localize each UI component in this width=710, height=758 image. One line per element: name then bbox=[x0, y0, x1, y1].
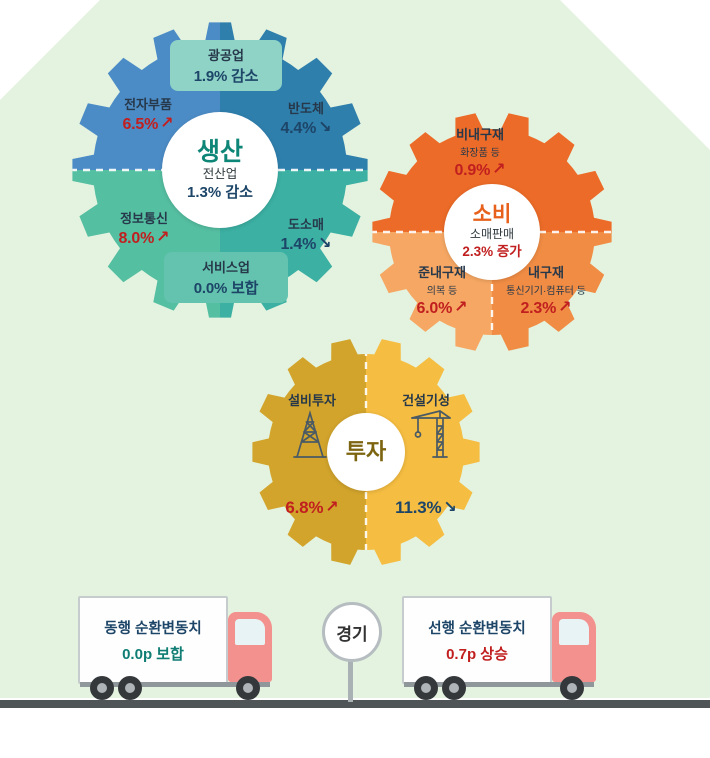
nondurable-label: 비내구재 화장품 등 0.9% ↗ bbox=[428, 124, 532, 180]
semidurable-name: 준내구재 bbox=[418, 265, 466, 280]
ict-value: 8.0% bbox=[118, 230, 155, 247]
facility-value: 6.8% bbox=[285, 498, 324, 517]
semidurable-value-row: 6.0% ↗ bbox=[396, 298, 488, 318]
consumption-value: 2.3% 증가 bbox=[462, 244, 522, 260]
construction-value-label: 11.3% ↘ bbox=[380, 498, 472, 518]
ict-value-row: 8.0% ↗ bbox=[96, 228, 192, 248]
down-arrow-icon: ↘ bbox=[318, 119, 332, 136]
truck-window bbox=[235, 619, 265, 645]
investment-center: 투자 bbox=[327, 413, 405, 491]
leading-index-value: 0.7p 상승 bbox=[446, 645, 508, 663]
truck-chassis bbox=[80, 682, 270, 687]
up-arrow-icon: ↗ bbox=[492, 161, 506, 178]
durable-name: 내구재 bbox=[528, 265, 564, 280]
nondurable-name: 비내구재 bbox=[456, 127, 504, 142]
facility-value-row: 6.8% ↗ bbox=[266, 498, 358, 518]
semiconductor-label: 반도체 4.4% ↘ bbox=[258, 98, 354, 138]
leading-index-truck: 선행 순환변동치 0.7p 상승 bbox=[402, 596, 598, 702]
up-arrow-icon: ↗ bbox=[454, 299, 468, 316]
truck-wheel bbox=[414, 676, 438, 700]
production-subtitle: 전산업 bbox=[202, 167, 238, 182]
coincident-index-truck: 동행 순환변동치 0.0p 보합 bbox=[78, 596, 274, 702]
nondurable-detail: 화장품 등 bbox=[460, 148, 500, 159]
mining-name: 광공업 bbox=[208, 48, 244, 63]
truck-cab bbox=[552, 612, 596, 682]
wholesale-retail-value-row: 1.4% ↘ bbox=[258, 234, 354, 254]
semidurable-label: 준내구재 의복 등 6.0% ↗ bbox=[396, 262, 488, 318]
durable-label: 내구재 통신기기·컴퓨터 등 2.3% ↗ bbox=[490, 262, 602, 318]
tower-crane-icon bbox=[411, 410, 451, 458]
ict-label: 정보통신 8.0% ↗ bbox=[96, 208, 192, 248]
truck-cargo-box: 동행 순환변동치 0.0p 보합 bbox=[78, 596, 228, 684]
services-name: 서비스업 bbox=[202, 260, 250, 275]
facility-investment-name: 설비투자 bbox=[266, 390, 358, 410]
construction-label: 건설기성 bbox=[402, 393, 450, 408]
coincident-index-name: 동행 순환변동치 bbox=[104, 620, 202, 637]
truck-cab bbox=[228, 612, 272, 682]
down-arrow-icon: ↘ bbox=[443, 499, 457, 516]
truck-cargo-box: 선행 순환변동치 0.7p 상승 bbox=[402, 596, 552, 684]
semidurable-value: 6.0% bbox=[416, 300, 453, 317]
down-arrow-icon: ↘ bbox=[318, 235, 332, 252]
durable-detail: 통신기기·컴퓨터 등 bbox=[506, 286, 586, 297]
durable-value-row: 2.3% ↗ bbox=[490, 298, 602, 318]
consumption-center: 소비 소매판매 2.3% 증가 bbox=[444, 184, 540, 280]
up-arrow-icon: ↗ bbox=[325, 499, 339, 516]
facility-investment-value-label: 6.8% ↗ bbox=[266, 498, 358, 518]
investment-gear-icon bbox=[252, 339, 480, 565]
construction-value-row: 11.3% ↘ bbox=[380, 498, 472, 518]
production-value: 1.3% 감소 bbox=[187, 183, 253, 201]
economy-sign: 경기 bbox=[322, 602, 382, 662]
truck-chassis bbox=[404, 682, 594, 687]
ict-name: 정보통신 bbox=[120, 211, 168, 226]
coincident-index-value: 0.0p 보합 bbox=[122, 645, 184, 663]
truck-window bbox=[559, 619, 589, 645]
services-label: 서비스업 0.0% 보합 bbox=[164, 252, 288, 303]
economy-sign-pole bbox=[348, 656, 353, 702]
wholesale-retail-value: 1.4% bbox=[280, 236, 317, 253]
electronic-parts-value: 6.5% bbox=[122, 116, 159, 133]
truck-wheel bbox=[442, 676, 466, 700]
truck-wheel bbox=[118, 676, 142, 700]
semiconductor-value-row: 4.4% ↘ bbox=[258, 118, 354, 138]
mining-value: 1.9% 감소 bbox=[193, 68, 259, 85]
production-center: 생산 전산업 1.3% 감소 bbox=[162, 112, 278, 228]
up-arrow-icon: ↗ bbox=[156, 229, 170, 246]
construction-name: 건설기성 bbox=[380, 390, 472, 410]
up-arrow-icon: ↗ bbox=[160, 115, 174, 132]
semidurable-detail: 의복 등 bbox=[426, 286, 458, 297]
nondurable-value-row: 0.9% ↗ bbox=[428, 160, 532, 180]
truck-wheel bbox=[560, 676, 584, 700]
road bbox=[0, 700, 710, 708]
electronic-parts-value-row: 6.5% ↗ bbox=[100, 114, 196, 134]
production-title: 생산 bbox=[196, 138, 243, 167]
truck-wheel bbox=[236, 676, 260, 700]
nondurable-value: 0.9% bbox=[454, 162, 491, 179]
services-value: 0.0% 보합 bbox=[193, 280, 259, 297]
facility-investment-label: 설비투자 bbox=[288, 393, 336, 408]
truck-wheel bbox=[90, 676, 114, 700]
durable-value: 2.3% bbox=[520, 300, 557, 317]
electronic-parts-name: 전자부품 bbox=[124, 97, 172, 112]
leading-index-name: 선행 순환변동치 bbox=[428, 620, 526, 637]
consumption-title: 소비 bbox=[472, 203, 512, 227]
semiconductor-name: 반도체 bbox=[288, 101, 324, 116]
wholesale-retail-label: 도소매 1.4% ↘ bbox=[258, 214, 354, 254]
construction-value: 11.3% bbox=[395, 498, 442, 517]
semiconductor-value: 4.4% bbox=[280, 120, 317, 137]
wholesale-retail-name: 도소매 bbox=[288, 217, 324, 232]
investment-title: 투자 bbox=[345, 439, 387, 465]
up-arrow-icon: ↗ bbox=[558, 299, 572, 316]
electronic-parts-label: 전자부품 6.5% ↗ bbox=[100, 94, 196, 134]
oil-derrick-icon bbox=[293, 410, 327, 458]
consumption-subtitle: 소매판매 bbox=[469, 227, 515, 242]
mining-label: 광공업 1.9% 감소 bbox=[170, 40, 282, 91]
